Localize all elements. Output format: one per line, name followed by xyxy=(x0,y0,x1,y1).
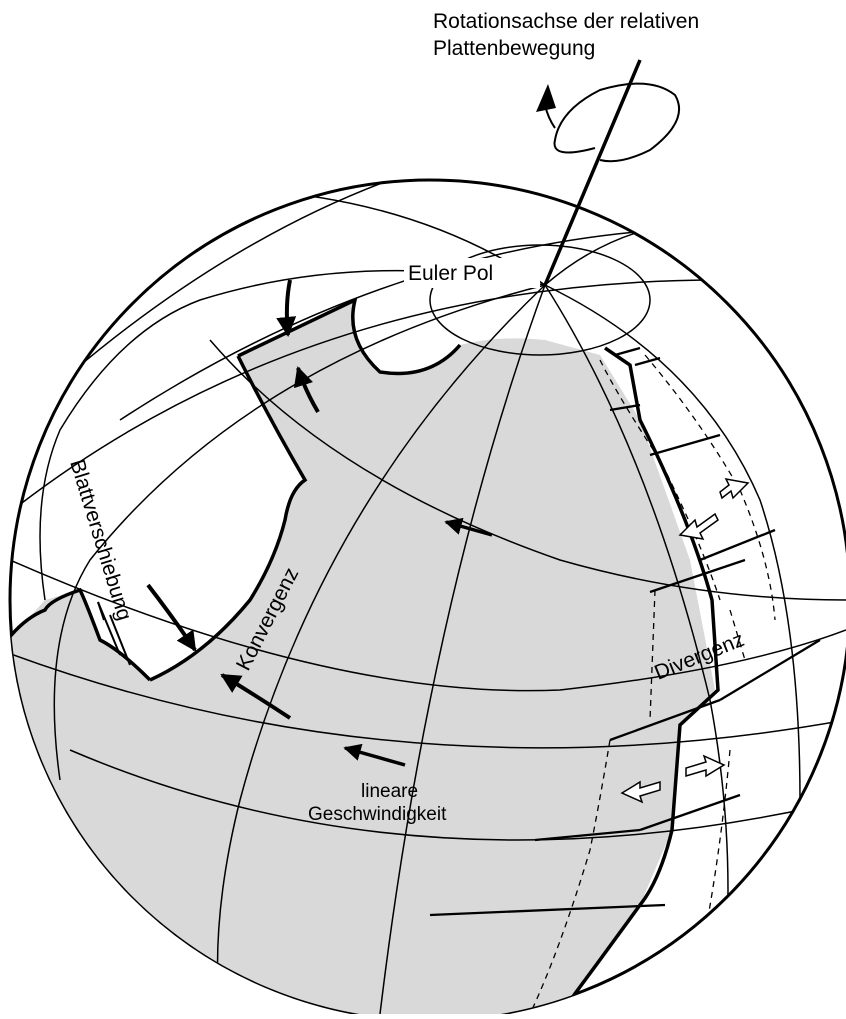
plate-boundary xyxy=(10,296,720,1016)
euler-pole-label: Euler Pol xyxy=(408,262,493,285)
divergence-arrows xyxy=(620,477,750,804)
transform-faults xyxy=(429,346,821,917)
rotation-arrow-head xyxy=(536,84,556,112)
linear-velocity-arrows xyxy=(343,517,493,767)
strike-slip-arrows xyxy=(97,601,131,666)
rotation-axis-title-line2: Plattenbewegung xyxy=(433,37,595,60)
moving-plate-region xyxy=(10,300,715,1014)
velocity-label-line1: lineare xyxy=(361,781,418,802)
convergence-arrows xyxy=(146,279,320,720)
rotation-axis-line xyxy=(543,59,642,286)
euler-pole-label-bg xyxy=(404,258,540,288)
velocity-label-line2: Geschwindigkeit xyxy=(308,804,447,825)
rotation-direction-arrow xyxy=(553,82,680,163)
rotation-axis-title-line1: Rotationsachse der relativen xyxy=(433,10,699,33)
